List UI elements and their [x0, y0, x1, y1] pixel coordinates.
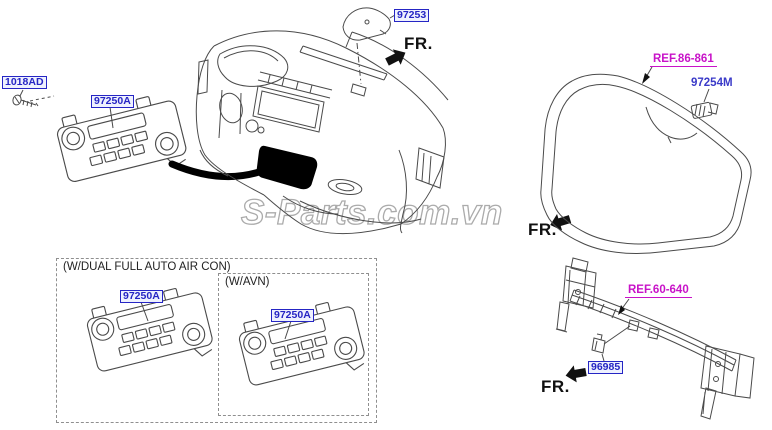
group-title-avn: (W/AVN)	[225, 276, 270, 288]
clip-illustration	[591, 333, 606, 362]
ref-label-86-861[interactable]: REF.86-861	[650, 53, 717, 67]
fr-text-top: FR.	[404, 34, 433, 53]
part-label-1018AD[interactable]: 1018AD	[2, 76, 47, 89]
crossmember-illustration	[555, 257, 755, 420]
group-box-avn: (W/AVN)	[218, 273, 369, 416]
screw-illustration	[12, 89, 55, 108]
group-box-dual-air-con: (W/DUAL FULL AUTO AIR CON)	[56, 258, 377, 423]
part-label-97250A-main[interactable]: 97250A	[91, 95, 134, 108]
mounting-pointer	[168, 145, 318, 190]
sensor-cover-illustration	[690, 88, 719, 119]
part-label-97250A-dual[interactable]: 97250A	[120, 290, 163, 303]
windshield-illustration	[540, 66, 752, 254]
watermark-text: S-Parts.com.vn	[240, 192, 503, 232]
group-title-dual-air-con: (W/DUAL FULL AUTO AIR CON)	[63, 261, 231, 273]
ref-label-60-640[interactable]: REF.60-640	[625, 284, 692, 298]
fr-text-windshield: FR.	[528, 220, 557, 239]
part-label-96985[interactable]: 96985	[588, 361, 624, 374]
fr-text-crossmember: FR.	[541, 377, 570, 396]
part-label-97254M[interactable]: 97254M	[691, 77, 733, 89]
part-label-97253[interactable]: 97253	[394, 9, 430, 22]
part-label-97250A-avn[interactable]: 97250A	[271, 309, 314, 322]
cover-garnish-illustration	[342, 7, 396, 85]
